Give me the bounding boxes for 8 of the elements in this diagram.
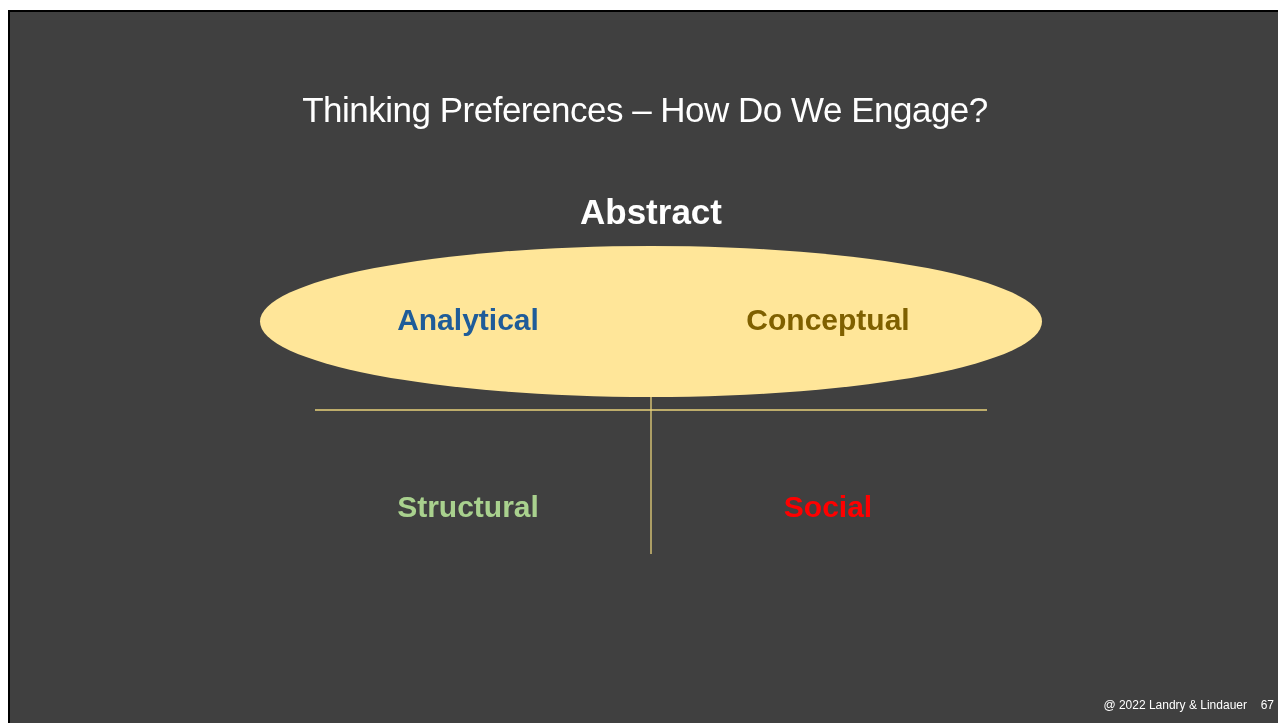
slide-title: Thinking Preferences – How Do We Engage? [301, 90, 989, 130]
axis-heading: Abstract [579, 192, 723, 232]
page-number: 67 [1260, 698, 1274, 712]
copyright-note: @ 2022 Landry & Lindauer [1103, 698, 1247, 712]
quadrant-label: Analytical [396, 303, 540, 337]
quadrant-label: Conceptual [745, 303, 911, 337]
quadrant-label: Social [782, 490, 874, 524]
quadrant-label: Structural [396, 490, 540, 524]
